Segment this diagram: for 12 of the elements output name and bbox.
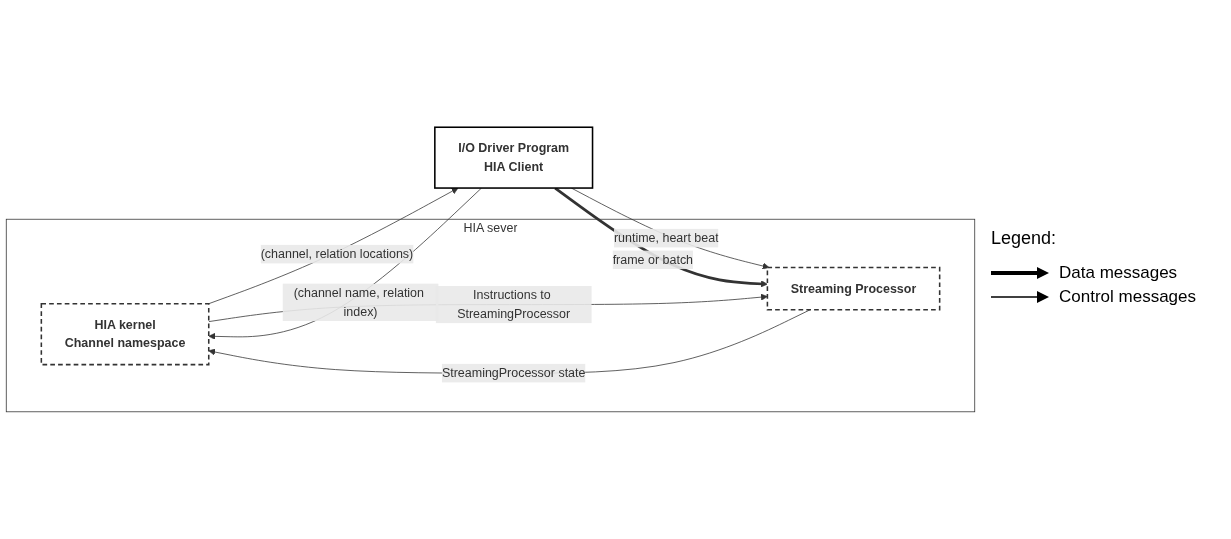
edge-label: frame or batch: [612, 252, 694, 266]
edge-label: (channel name, relation index): [293, 285, 424, 318]
legend-heading: Legend:: [991, 228, 1057, 249]
node-box: HIA kernel Channel namespace: [40, 303, 210, 366]
node-box: I/O Driver Program HIA Client: [434, 126, 594, 189]
legend-text: Data messages: [1059, 263, 1178, 283]
edge-label: (channel, relation locations): [260, 247, 414, 261]
edge-label: StreamingProcessor state: [441, 366, 586, 380]
edge-label: runtime, heart beat: [613, 231, 719, 245]
edge-label: Instructions to StreamingProcessor: [457, 288, 571, 321]
node-box: Streaming Processor: [766, 266, 941, 311]
legend-text: Control messages: [1059, 287, 1196, 307]
